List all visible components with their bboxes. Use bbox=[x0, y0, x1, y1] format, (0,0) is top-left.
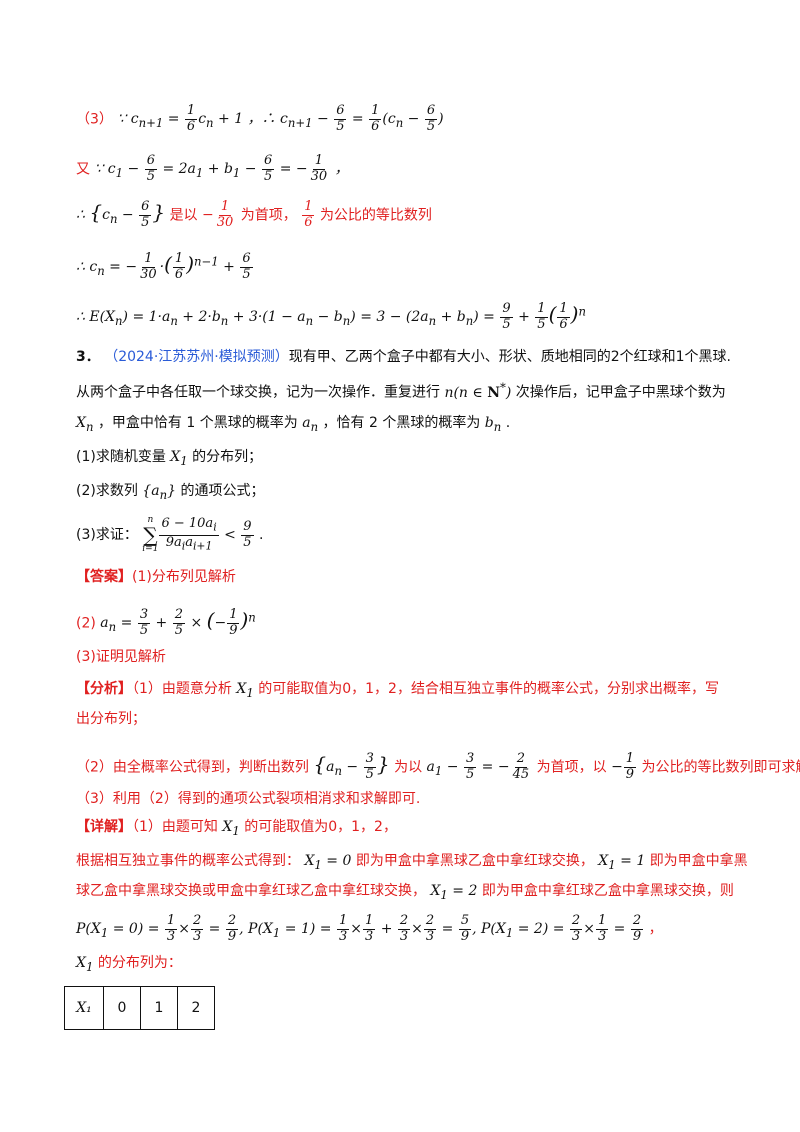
also-word: 又 bbox=[76, 161, 90, 178]
analysis-tag: 【分析】 bbox=[76, 681, 132, 697]
question-text: . bbox=[259, 527, 264, 543]
problem-text: ，恰有 2 个黑球的概率为 bbox=[322, 415, 481, 431]
analysis-line2: 出分布列； bbox=[76, 712, 146, 726]
detail-text: 的可能取值为0，1，2， bbox=[244, 819, 397, 835]
answer-line3: (3)证明见解析 bbox=[76, 650, 166, 664]
analysis-text: （3）利用（2）得到的通项公式裂项相消求和求解即可. bbox=[76, 791, 421, 807]
problem-stem-line2: 从两个盒子中各任取一个球交换，记为一次操作．重复进行 n(n ∈ N*) 次操作… bbox=[76, 380, 726, 401]
problem-stem-line3: Xn ，甲盒中恰有 1 个黑球的概率为 an ，恰有 2 个黑球的概率为 bn … bbox=[76, 416, 510, 433]
an-symbol: an bbox=[302, 415, 319, 434]
an-sequence-symbol: {an} bbox=[142, 483, 176, 502]
answer-tag: 【答案】 bbox=[76, 569, 132, 585]
X1-symbol: X1 bbox=[222, 819, 240, 838]
detail-line2: 根据相互独立事件的概率公式得到： X1 = 0 即为甲盒中拿黑球乙盒中拿红球交换… bbox=[76, 854, 748, 871]
problem-number: 3． bbox=[76, 349, 100, 365]
X1-eq-2: X1 = 2 bbox=[430, 883, 478, 902]
analysis-text: （2）由全概率公式得到，判断出数列 bbox=[76, 759, 309, 776]
analysis-line4: （3）利用（2）得到的通项公式裂项相消求和求解即可. bbox=[76, 792, 420, 806]
detail-text: 即为甲盒中拿黑 bbox=[649, 853, 748, 869]
detail-tag: 【详解】 bbox=[76, 819, 132, 835]
table-row: X₁ 0 1 2 bbox=[64, 986, 215, 1030]
question-text: (1)求随机变量 bbox=[76, 449, 166, 465]
distribution-table: X₁ 0 1 2 bbox=[64, 986, 215, 1030]
solution-part3-line5: ∴ E(Xn) = 1·an + 2·bn + 3·(1 − an − bn) … bbox=[76, 301, 586, 333]
detail-line1: 【详解】（1）由题可知 X1 的可能取值为0，1，2， bbox=[76, 820, 397, 837]
part-label: （3） bbox=[76, 111, 113, 128]
problem-text: . bbox=[505, 415, 511, 431]
analysis-text: 的可能取值为0，1，2，结合相互独立事件的概率公式，分别求出概率，写 bbox=[258, 681, 719, 697]
table-cell: 0 bbox=[103, 986, 141, 1030]
detail-text: 即为甲盒中拿黑球乙盒中拿红球交换， bbox=[355, 853, 594, 869]
X1-eq-1: X1 = 1 bbox=[598, 853, 646, 872]
text-fragment: 为公比的等比数列 bbox=[319, 207, 432, 224]
answer-text: (1)分布列见解析 bbox=[132, 569, 236, 585]
text-fragment: 是以 bbox=[169, 207, 198, 224]
answer-label: (2) bbox=[76, 615, 96, 632]
question-text: (2)求数列 bbox=[76, 483, 138, 499]
problem-source: （2024·江苏苏州·模拟预测） bbox=[104, 349, 289, 365]
table-cell: 1 bbox=[140, 986, 178, 1030]
text-fragment: 为首项， bbox=[240, 207, 297, 224]
X1-symbol: X1 bbox=[170, 449, 188, 468]
question-text: (3)求证： bbox=[76, 527, 138, 543]
detail-line5: X1 的分布列为： bbox=[76, 956, 182, 973]
problem-text: 现有甲、乙两个盒子中都有大小、形状、质地相同的2个红球和1个黑球. bbox=[288, 349, 731, 365]
table-header-cell: X₁ bbox=[64, 986, 104, 1030]
expectation-formula: ∴ E(Xn) = 1·an + 2·bn + 3·(1 − an − bn) … bbox=[76, 301, 586, 332]
detail-text: 球乙盒中拿黑球交换或甲盒中拿红球乙盒中拿红球交换， bbox=[76, 883, 426, 899]
Xn-symbol: Xn bbox=[76, 415, 94, 434]
analysis-text: 为公比的等比数列即可求解； bbox=[641, 759, 800, 776]
n-in-N-expr: n(n ∈ N*) bbox=[444, 380, 512, 401]
table-cell: 2 bbox=[177, 986, 215, 1030]
analysis-text: 出分布列； bbox=[76, 711, 146, 727]
question-2: (2)求数列 {an} 的通项公式； bbox=[76, 484, 264, 501]
problem-stem-line1: 3． （2024·江苏苏州·模拟预测）现有甲、乙两个盒子中都有大小、形状、质地相… bbox=[76, 350, 731, 364]
problem-text: 从两个盒子中各任取一个球交换，记为一次操作．重复进行 bbox=[76, 384, 440, 401]
analysis-text: 为首项，以 bbox=[536, 759, 607, 776]
question-1: (1)求随机变量 X1 的分布列； bbox=[76, 450, 262, 467]
detail-text: 的分布列为： bbox=[97, 955, 182, 971]
analysis-line1: 【分析】（1）由题意分析 X1 的可能取值为0，1，2，结合相互独立事件的概率公… bbox=[76, 682, 719, 699]
answer-text: (3)证明见解析 bbox=[76, 649, 166, 665]
detail-line3: 球乙盒中拿黑球交换或甲盒中拿红球乙盒中拿红球交换， X1 = 2 即为甲盒中拿红… bbox=[76, 884, 734, 901]
problem-text: ，甲盒中恰有 1 个黑球的概率为 bbox=[97, 415, 298, 431]
detail-text: （1）由题可知 bbox=[132, 819, 218, 835]
problem-text: 次操作后，记甲盒子中黑球个数为 bbox=[515, 384, 726, 401]
answer-line1: 【答案】(1)分布列见解析 bbox=[76, 570, 236, 584]
bn-symbol: bn bbox=[484, 415, 502, 434]
detail-text: 即为甲盒中拿红球乙盒中拿黑球交换，则 bbox=[481, 883, 734, 899]
analysis-text: 为以 bbox=[394, 759, 423, 776]
question-text: 的通项公式； bbox=[180, 483, 265, 499]
X1-symbol: X1 bbox=[76, 955, 94, 974]
question-text: 的分布列； bbox=[192, 449, 263, 465]
X1-symbol: X1 bbox=[236, 681, 254, 700]
analysis-text: （1）由题意分析 bbox=[132, 681, 232, 697]
detail-text: 根据相互独立事件的概率公式得到： bbox=[76, 853, 300, 869]
X1-eq-0: X1 = 0 bbox=[304, 853, 352, 872]
